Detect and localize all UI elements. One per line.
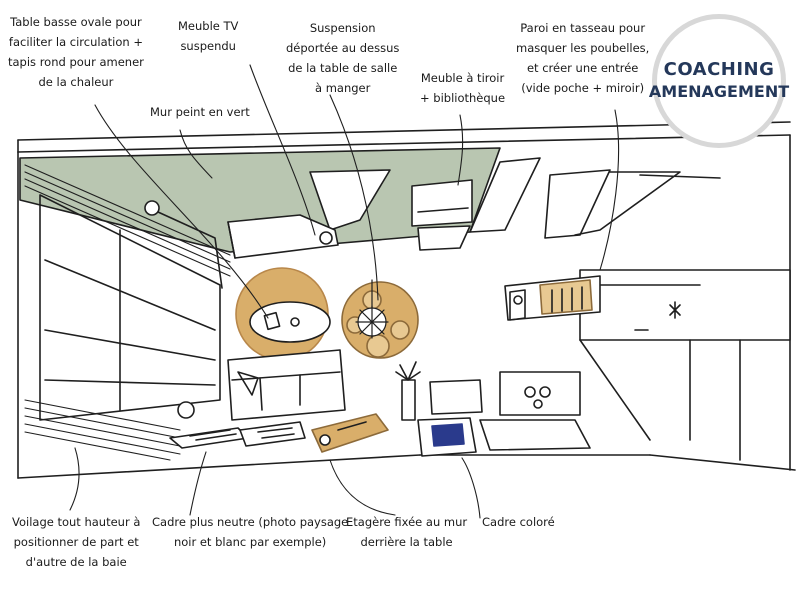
batten-partition <box>504 275 601 321</box>
ceiling-beams <box>309 157 721 239</box>
note-line: déportée au dessus <box>286 41 400 55</box>
note-suspension: Suspension déportée au dessus de la table … <box>286 18 399 98</box>
note-line: suspendu <box>180 39 236 53</box>
plant <box>395 361 421 421</box>
note-line: positionner de part et <box>13 535 139 549</box>
note-line: faciliter la circulation + <box>8 35 143 49</box>
note-line: Paroi en tasseau pour <box>520 21 646 35</box>
note-line: Suspension <box>309 21 376 35</box>
note-line: et créer une entrée <box>526 61 639 75</box>
note-line: Cadre plus neutre (photo paysage <box>152 515 349 529</box>
wall-shelf <box>311 413 389 453</box>
note-line: Etagère fixée au mur <box>346 515 468 529</box>
leader-lines <box>69 64 620 519</box>
note-paroi: Paroi en tasseau pour masquer les poubell… <box>516 18 649 98</box>
note-line: d'autre de la baie <box>25 555 127 569</box>
note-meuble-tiroir: Meuble à tiroir + bibliothèque <box>420 68 505 108</box>
note-line: de la chaleur <box>38 75 114 89</box>
colored-frame <box>417 417 477 457</box>
note-line: tapis rond pour amener <box>8 55 144 69</box>
note-meuble-tv: Meuble TV suspendu <box>178 16 238 56</box>
sofa <box>227 349 346 421</box>
side-table <box>177 401 195 419</box>
curtain <box>24 164 231 461</box>
badge-line-2: AMENAGEMENT <box>648 82 790 101</box>
bay-window <box>39 194 221 421</box>
neutral-frames <box>169 421 306 449</box>
coaching-amenagement-badge: COACHING AMENAGEMENT <box>648 14 790 148</box>
note-line: (vide poche + miroir) <box>521 81 645 95</box>
note-table: Table basse ovale pour faciliter la circu… <box>8 12 144 92</box>
note-line: Meuble TV <box>178 19 239 33</box>
note-cadre-neutre: Cadre plus neutre (photo paysage noir et … <box>152 512 348 552</box>
note-line: masquer les poubelles, <box>516 41 650 55</box>
suspended-tv-unit <box>227 214 339 259</box>
badge-line-1: COACHING <box>663 59 775 80</box>
note-line: à manger <box>315 81 371 95</box>
note-line: Voilage tout hauteur à <box>12 515 141 529</box>
kitchen <box>429 269 791 461</box>
note-line: de la table de salle <box>288 61 398 75</box>
note-line: derrière la table <box>360 535 453 549</box>
floor-lamp <box>144 200 223 289</box>
note-line: Table basse ovale pour <box>10 15 142 29</box>
note-line: Mur peint en vert <box>150 105 250 119</box>
note-line: noir et blanc par exemple) <box>173 535 327 549</box>
note-cadre-colore: Cadre coloré <box>482 512 555 532</box>
note-line: Meuble à tiroir <box>420 71 505 85</box>
note-etagere: Etagère fixée au mur derrière la table <box>346 512 467 552</box>
pendant-light <box>355 279 389 339</box>
note-line: + bibliothèque <box>420 91 506 105</box>
room-outline <box>17 121 796 479</box>
drawer-unit-bookshelf <box>411 179 473 251</box>
oval-coffee-table <box>249 301 331 343</box>
note-mur: Mur peint en vert <box>150 102 250 122</box>
note-line: Cadre coloré <box>482 515 555 529</box>
note-voilage: Voilage tout hauteur à positionner de par… <box>12 512 140 572</box>
